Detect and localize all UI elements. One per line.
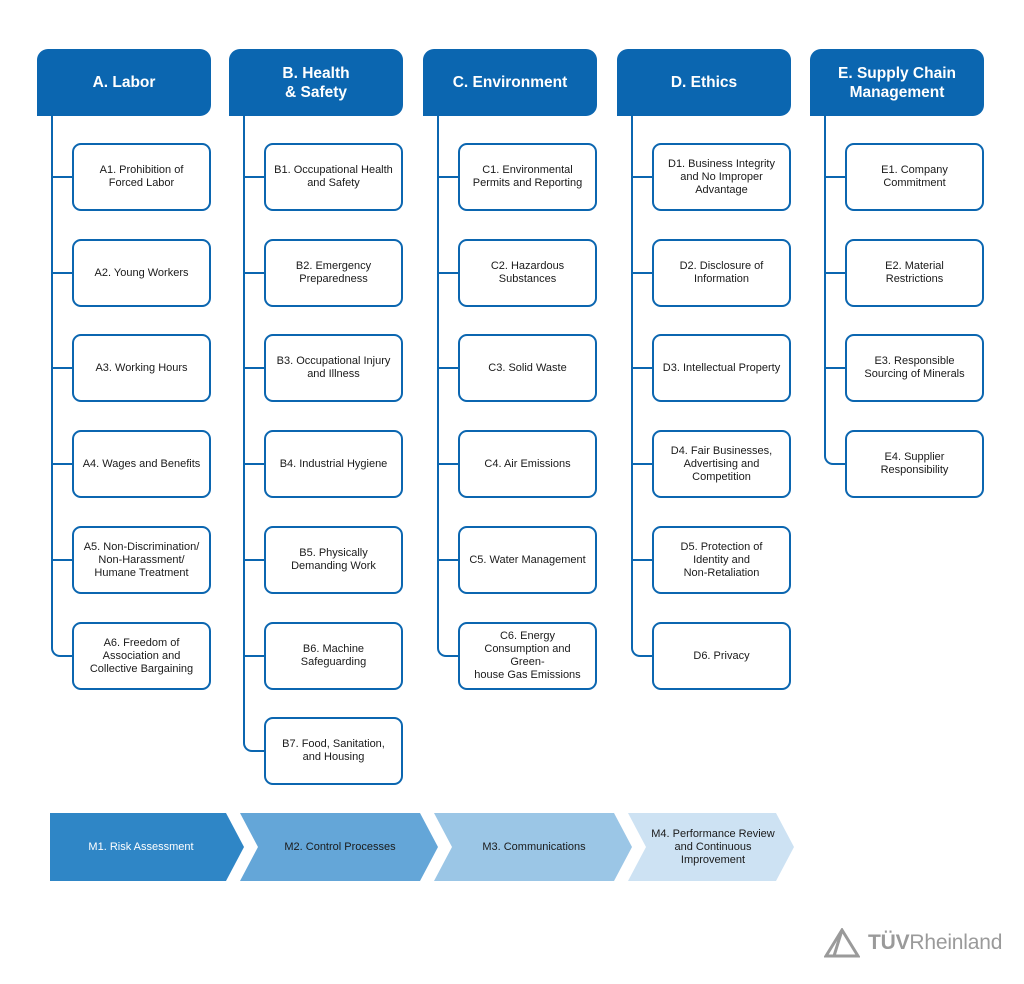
requirement-box: A5. Non-Discrimination/ Non-Harassment/ … [72,526,211,594]
category-header: A. Labor [37,49,211,116]
connector-branch [243,176,264,178]
requirement-box: C4. Air Emissions [458,430,597,498]
process-step: M1. Risk Assessment [88,840,194,853]
connector-branch [437,463,458,465]
connector-branch [437,559,458,561]
logo-text-bold: TÜV [868,931,910,954]
connector-branch [51,176,72,178]
connector-branch [824,367,845,369]
requirement-box: A3. Working Hours [72,334,211,402]
process-step: M2. Control Processes [284,840,396,853]
connector-line [437,115,439,644]
requirement-box: E2. Material Restrictions [845,239,984,307]
connector-branch [631,272,652,274]
requirement-box: C3. Solid Waste [458,334,597,402]
connector-branch [437,176,458,178]
requirement-box: B6. Machine Safeguarding [264,622,403,690]
requirement-box: B4. Industrial Hygiene [264,430,403,498]
connector-line [51,115,53,644]
category-header: E. Supply Chain Management [810,49,984,116]
requirement-box: A6. Freedom of Association and Collectiv… [72,622,211,690]
requirement-box: D5. Protection of Identity and Non-Retal… [652,526,791,594]
requirement-box: D6. Privacy [652,622,791,690]
connector-branch [631,176,652,178]
requirement-box: B1. Occupational Health and Safety [264,143,403,211]
connector-branch [243,272,264,274]
requirement-box: A2. Young Workers [72,239,211,307]
connector-line [824,115,826,453]
requirement-box: A4. Wages and Benefits [72,430,211,498]
connector-branch [824,272,845,274]
requirement-box: D1. Business Integrity and No Improper A… [652,143,791,211]
category-header: D. Ethics [617,49,791,116]
requirement-box: D2. Disclosure of Information [652,239,791,307]
connector-line [631,115,633,644]
requirement-box: E4. Supplier Responsibility [845,430,984,498]
connector-branch [824,451,845,465]
requirement-box: B3. Occupational Injury and Illness [264,334,403,402]
requirement-box: C2. Hazardous Substances [458,239,597,307]
connector-branch [243,463,264,465]
process-step: M3. Communications [482,840,586,853]
requirement-box: B2. Emergency Preparedness [264,239,403,307]
connector-branch [631,367,652,369]
connector-branch [51,463,72,465]
connector-branch [437,367,458,369]
connector-branch [51,559,72,561]
connector-branch [824,176,845,178]
connector-branch [243,367,264,369]
requirement-box: D4. Fair Businesses, Advertising and Com… [652,430,791,498]
connector-branch [631,559,652,561]
logo-text: TÜVRheinland [868,931,1002,955]
connector-branch [631,643,652,657]
connector-branch [51,643,72,657]
requirement-box: E3. Responsible Sourcing of Minerals [845,334,984,402]
process-step: M4. Performance Review and Continuous Im… [651,827,775,866]
connector-branch [631,463,652,465]
tuv-rheinland-logo: TÜVRheinland [824,926,1002,960]
connector-line [243,115,245,740]
requirement-box: A1. Prohibition of Forced Labor [72,143,211,211]
connector-branch [243,559,264,561]
connector-branch [243,655,264,657]
requirement-box: E1. Company Commitment [845,143,984,211]
connector-branch [437,272,458,274]
connector-branch [51,272,72,274]
requirement-box: B7. Food, Sanitation, and Housing [264,717,403,785]
triangle-logo-icon [824,928,860,958]
connector-branch [243,738,264,752]
requirement-box: C5. Water Management [458,526,597,594]
requirement-box: C1. Environmental Permits and Reporting [458,143,597,211]
connector-branch [437,643,458,657]
logo-text-rest: Rheinland [909,931,1003,954]
requirement-box: B5. Physically Demanding Work [264,526,403,594]
category-header: B. Health & Safety [229,49,403,116]
requirement-box: D3. Intellectual Property [652,334,791,402]
category-header: C. Environment [423,49,597,116]
connector-branch [51,367,72,369]
requirement-box: C6. Energy Consumption and Green- house … [458,622,597,690]
